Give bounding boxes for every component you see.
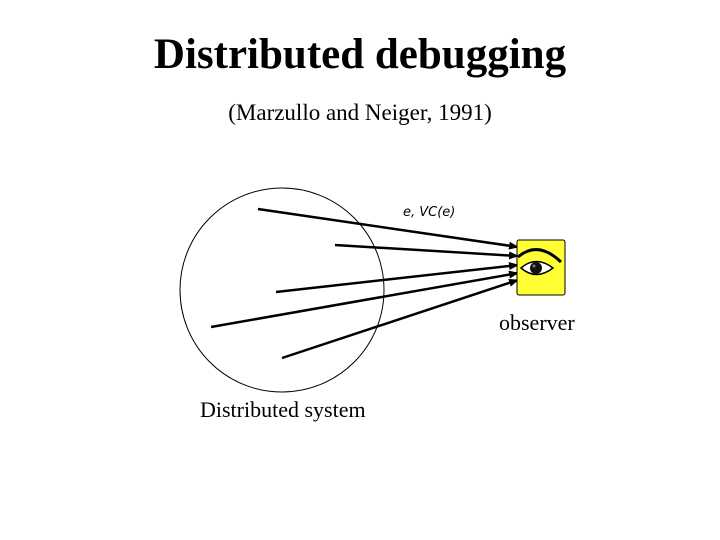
slide-subtitle: (Marzullo and Neiger, 1991) bbox=[228, 100, 492, 125]
event-arrow bbox=[257, 207, 519, 250]
event-arrow bbox=[210, 270, 519, 329]
event-arrow bbox=[281, 278, 519, 360]
eye-icon bbox=[517, 248, 563, 276]
observer-label: observer bbox=[499, 310, 575, 335]
slide-title: Distributed debugging bbox=[153, 31, 567, 78]
observer-box bbox=[516, 239, 566, 296]
distributed-system-label: Distributed system bbox=[200, 397, 366, 422]
event-arrow bbox=[275, 262, 519, 294]
event-vector-clock-label: e, VC(e) bbox=[403, 205, 456, 220]
distributed-system-circle bbox=[179, 187, 385, 393]
event-arrow bbox=[334, 243, 519, 260]
